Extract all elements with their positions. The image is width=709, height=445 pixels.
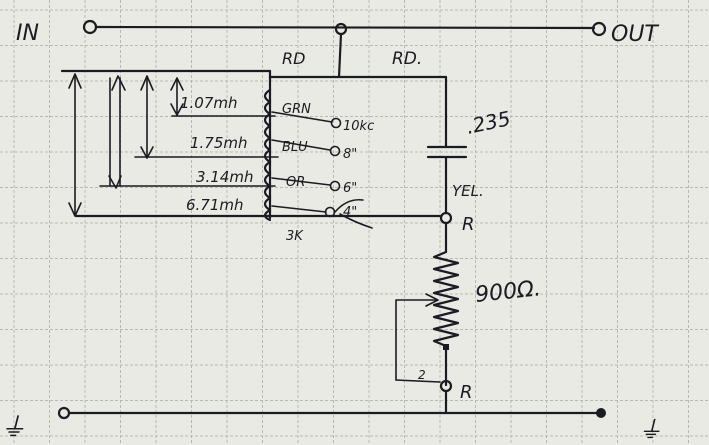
tap-terminal-2: [329, 145, 341, 157]
inductor-assembly: RD RD. .235 YEL. 1.07mh GRN 10kc 1.75mh …: [60, 32, 513, 244]
tap-lead-3: [271, 177, 331, 186]
tap-4-frequency: 4": [343, 205, 357, 220]
ground-symbol-right: ⏚: [638, 416, 662, 444]
wire-label-yel: YEL.: [452, 182, 484, 200]
input-terminal: [82, 19, 98, 35]
wire-label-rd-right: RD.: [392, 49, 422, 69]
output-label: OUT: [611, 22, 659, 47]
tap-1-color: GRN: [282, 102, 311, 117]
ground-terminal-left: [57, 406, 71, 420]
ground-terminal-right: [596, 408, 606, 418]
resistor-value: 900Ω.: [474, 276, 542, 308]
resistor-end-mark: [443, 344, 449, 350]
wiper-arrow: [425, 293, 439, 307]
tap-2-color: BLU: [282, 140, 308, 155]
junction-r-top: [439, 211, 453, 225]
wiper-return: [395, 379, 441, 383]
input-label: IN: [16, 21, 39, 46]
ground-symbol-left: ⏚: [0, 413, 26, 443]
variable-resistor: 900Ω. 2 R: [395, 222, 542, 415]
wire-label-rd-left: RD: [282, 49, 305, 68]
tap-lead-4: [271, 205, 327, 213]
resistor-zigzag: [432, 250, 460, 348]
wiper-mark: 2: [418, 368, 426, 382]
wiper-link: [395, 299, 437, 381]
tap-2-inductance: 1.75mh: [190, 134, 248, 152]
junction-dot: [334, 22, 348, 36]
tap-lead-2: [271, 139, 331, 151]
tap-terminal-1: [330, 117, 342, 129]
tap-terminal-3: [329, 180, 341, 192]
terminal-r-bottom-label: R: [460, 382, 473, 403]
terminal-r-top-label: R: [462, 214, 475, 235]
drop-wire: [337, 32, 343, 79]
tap-lead-1: [271, 111, 333, 123]
selector-switch: [334, 198, 373, 229]
tap-4-inductance: 6.71mh: [186, 196, 244, 214]
capacitor-value: .235: [464, 106, 513, 139]
tap-1-frequency: 10kc: [343, 119, 374, 134]
tap-1-inductance: 1.07mh: [180, 94, 238, 112]
coil-winding: [263, 88, 272, 222]
switch-label: 3K: [286, 229, 304, 244]
inductance-arrows: [68, 73, 279, 217]
signal-line: IN OUT: [16, 19, 659, 47]
tap-3-inductance: 3.14mh: [196, 168, 254, 186]
tap-3-color: OR: [286, 175, 305, 190]
tap-3-frequency: 6": [343, 181, 357, 196]
tap-2-frequency: 8": [343, 147, 357, 162]
output-terminal: [591, 21, 607, 37]
ground-line: ⏚ ⏚: [0, 406, 662, 444]
